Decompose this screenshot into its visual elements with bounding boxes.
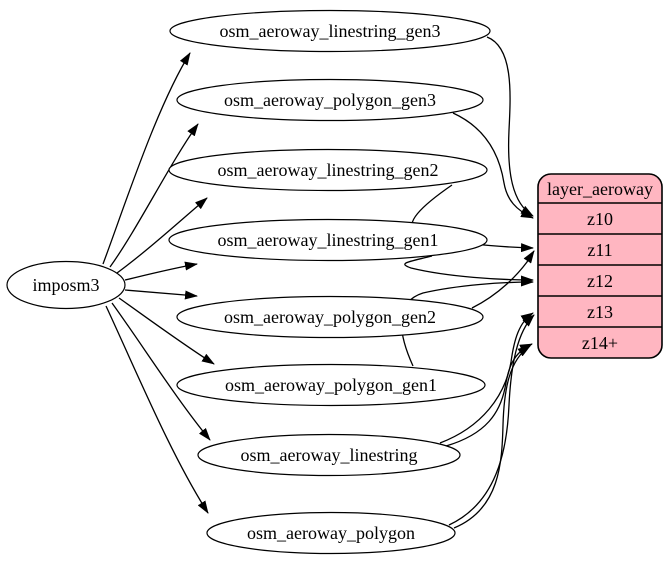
table-label: osm_aeroway_polygon_gen2 xyxy=(224,307,436,327)
edge-imposm3-to-osm_aeroway_linestring_gen1 xyxy=(124,261,198,281)
edge-osm_aeroway_linestring_gen3-to-z10 xyxy=(486,36,534,217)
table-label: osm_aeroway_linestring_gen3 xyxy=(220,21,441,41)
node-imposm3: imposm3 xyxy=(6,260,126,310)
edge-osm_aeroway_polygon-to-z13 xyxy=(448,314,535,526)
edges-source-to-tables xyxy=(102,52,215,514)
layer-title: layer_aeroway xyxy=(547,179,653,199)
table-ellipse xyxy=(169,9,491,53)
table-ellipse xyxy=(176,363,486,407)
table-ellipse xyxy=(168,218,488,262)
edge-osm_aeroway_linestring_gen1-to-z12 xyxy=(404,255,534,285)
table-ellipse xyxy=(176,78,484,122)
edge-osm_aeroway_linestring-to-z14 xyxy=(445,343,533,447)
table-label: osm_aeroway_linestring xyxy=(241,445,418,465)
edge-osm_aeroway_polygon_gen2-to-z11 xyxy=(471,250,535,309)
edge-osm_aeroway_polygon_gen1-to-z12 xyxy=(400,277,534,367)
node-osm_aeroway_polygon_gen1: osm_aeroway_polygon_gen1 xyxy=(176,363,486,407)
table-ellipse xyxy=(168,148,488,192)
node-osm_aeroway_linestring_gen1: osm_aeroway_linestring_gen1 xyxy=(168,218,488,262)
table-ellipse xyxy=(206,511,456,555)
table-label: osm_aeroway_polygon_gen1 xyxy=(225,375,437,395)
table-ellipse xyxy=(197,433,461,477)
edge-imposm3-to-osm_aeroway_linestring_gen2 xyxy=(116,197,208,274)
node-osm_aeroway_linestring_gen3: osm_aeroway_linestring_gen3 xyxy=(169,9,491,53)
node-osm_aeroway_polygon_gen2: osm_aeroway_polygon_gen2 xyxy=(176,295,484,339)
node-osm_aeroway_linestring: osm_aeroway_linestring xyxy=(197,433,461,477)
layer-row-z10: z10 xyxy=(587,209,613,229)
imposm3-ellipse xyxy=(6,260,126,310)
node-osm_aeroway_polygon: osm_aeroway_polygon xyxy=(206,511,456,555)
edges-tables-to-layer xyxy=(400,36,535,529)
edge-imposm3-to-osm_aeroway_linestring xyxy=(111,302,211,441)
edge-imposm3-to-osm_aeroway_linestring_gen3 xyxy=(102,52,191,265)
node-osm_aeroway_polygon_gen3: osm_aeroway_polygon_gen3 xyxy=(176,78,484,122)
edge-imposm3-to-osm_aeroway_polygon_gen2 xyxy=(124,289,198,300)
layer-row-z11: z11 xyxy=(587,240,612,260)
edge-imposm3-to-osm_aeroway_polygon_gen3 xyxy=(109,123,199,268)
edge-imposm3-to-osm_aeroway_polygon_gen1 xyxy=(118,297,215,365)
edge-osm_aeroway_polygon-to-z14 xyxy=(453,345,531,529)
table-ellipse xyxy=(176,295,484,339)
table-label: osm_aeroway_polygon_gen3 xyxy=(224,90,436,110)
table-label: osm_aeroway_linestring_gen2 xyxy=(218,160,439,180)
table-label: osm_aeroway_linestring_gen1 xyxy=(218,230,439,250)
edge-imposm3-to-osm_aeroway_polygon xyxy=(105,305,209,514)
node-layer_aeroway: layer_aeroway z10 z11 z12 z13 z14+ xyxy=(537,173,663,359)
node-osm_aeroway_linestring_gen2: osm_aeroway_linestring_gen2 xyxy=(168,148,488,192)
edge-osm_aeroway_polygon_gen3-to-z10 xyxy=(452,112,534,219)
layer-record-box xyxy=(537,173,663,359)
imposm3-label: imposm3 xyxy=(32,275,99,295)
table-label: osm_aeroway_polygon xyxy=(247,523,415,543)
layer-row-z14: z14+ xyxy=(582,333,618,353)
layer-row-z13: z13 xyxy=(587,302,613,322)
layer-row-z12: z12 xyxy=(587,271,613,291)
